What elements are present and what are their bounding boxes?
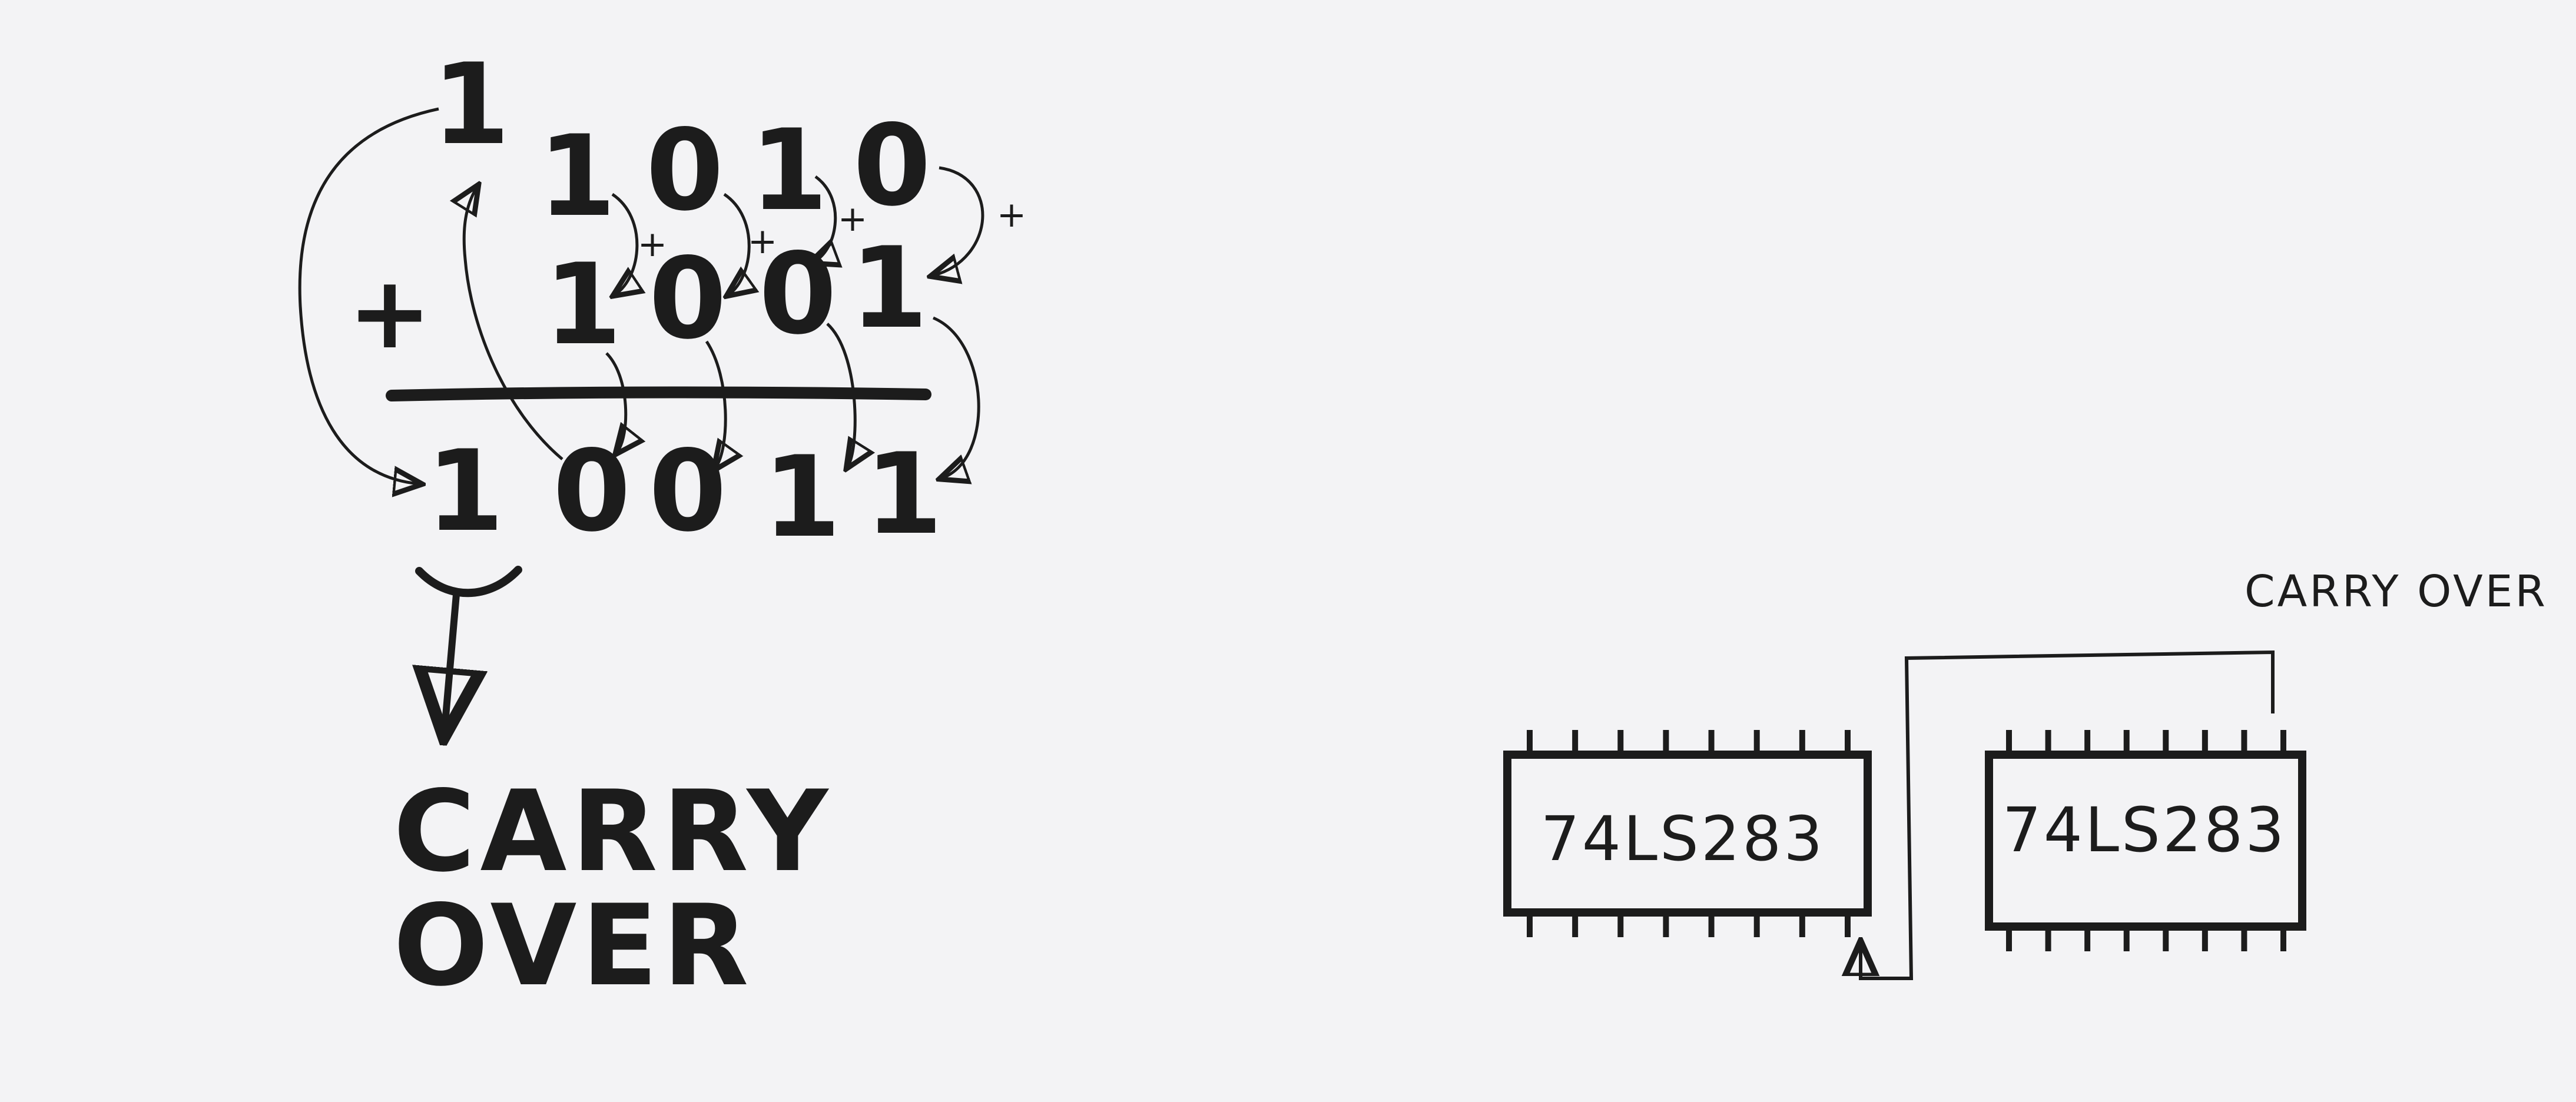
operand2-digit: 1 xyxy=(850,223,929,353)
carry-over-label-line1: CARRY xyxy=(393,766,833,897)
small-plus: + xyxy=(837,198,868,240)
chip-1 xyxy=(1503,730,1872,937)
small-plus: + xyxy=(747,221,778,262)
carry-arrow-twos-down xyxy=(826,323,855,466)
carry-arrow-fours xyxy=(724,192,749,294)
operand1-digit: 1 xyxy=(750,105,828,235)
chip-carry-over-label: CARRY OVER xyxy=(2245,566,2548,617)
carry-digit: 1 xyxy=(432,39,510,170)
carry-brace xyxy=(415,566,522,598)
result-digit: 1 xyxy=(762,432,841,562)
small-plus: + xyxy=(996,194,1027,235)
operand2-digit: 0 xyxy=(648,234,727,364)
carry-arrow-overflow-up xyxy=(464,187,563,460)
carry-arrow-ones-down xyxy=(933,316,980,478)
result-digit: 0 xyxy=(552,426,631,556)
operand2-digit: 1 xyxy=(543,240,622,370)
operand1-digit: 0 xyxy=(853,101,931,231)
result-digit: 1 xyxy=(864,429,943,559)
carry-over-label-line2: OVER xyxy=(393,881,754,1011)
carry-arrow-to-result xyxy=(298,107,439,484)
carry-arrow-twos xyxy=(813,175,836,262)
chip-1-label: 74LS283 xyxy=(1540,803,1825,875)
carry-down-arrow xyxy=(445,594,456,730)
small-plus: + xyxy=(637,224,668,265)
chip-2 xyxy=(1985,730,2306,951)
operand2-digit: 0 xyxy=(758,229,837,359)
result-digit: 1 xyxy=(426,426,505,556)
carry-arrow-fours-down xyxy=(705,340,725,468)
carry-arrow-eights-down xyxy=(605,352,626,452)
operand1-digit: 1 xyxy=(538,111,616,241)
result-digit: 0 xyxy=(648,426,727,556)
carry-arrow-ones xyxy=(933,166,984,276)
carry-wire xyxy=(1861,650,2275,980)
operand1-digit: 0 xyxy=(645,105,724,235)
plus-operator: + xyxy=(347,255,432,371)
chip-2-label: 74LS283 xyxy=(2002,794,2287,866)
carry-arrow-eights xyxy=(612,192,637,294)
sum-line xyxy=(386,386,931,401)
